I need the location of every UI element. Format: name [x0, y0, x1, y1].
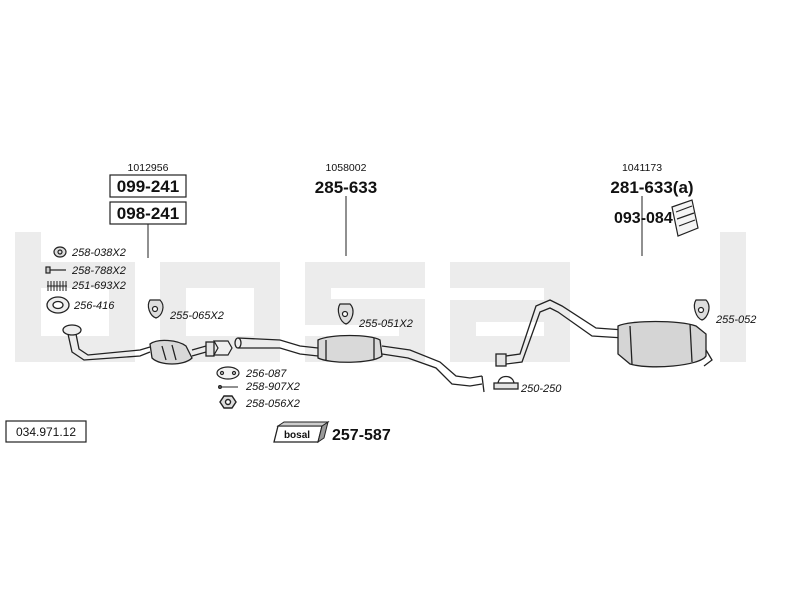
accessory-label-10[interactable]: 250-250	[520, 383, 562, 395]
rear-ref-number: 1041173	[622, 162, 662, 174]
rear-pipe-silencer	[495, 299, 713, 368]
front-part-box-2	[109, 201, 187, 225]
front-ref-number: 1012956	[128, 162, 169, 174]
rear-part[interactable]: 281-633(a)	[610, 178, 693, 197]
spring-icon	[47, 281, 67, 291]
accessory-label-6[interactable]: 256-087	[245, 368, 287, 380]
gasket-plate-icon	[216, 366, 240, 380]
accessory-label-7[interactable]: 258-907X2	[245, 381, 300, 393]
hanger-rubber-icon-3	[693, 299, 710, 321]
bolt-icon	[45, 266, 66, 274]
front-part-1[interactable]: 099-241	[117, 177, 179, 196]
bosal-watermark	[15, 232, 746, 362]
middle-ref-number: 1058002	[326, 162, 367, 174]
front-pipe-catalyst	[62, 324, 215, 365]
middle-pipe-silencer	[234, 334, 485, 393]
front-part-box-1	[109, 174, 187, 198]
catalog-number: 034.971.12	[16, 425, 76, 439]
accessory-label-1[interactable]: 258-038X2	[71, 247, 126, 259]
accessory-label-9[interactable]: 255-051X2	[358, 318, 413, 330]
stud-bolt-icon	[218, 385, 238, 389]
nut-icon	[219, 395, 237, 409]
mount-rubber-icon-1	[53, 246, 67, 258]
heat-shield-icon	[671, 199, 699, 237]
flange-gasket-icon	[212, 340, 233, 356]
accessory-label-11[interactable]: 255-052	[715, 314, 756, 326]
mounting-kit-logo: bosal	[273, 420, 330, 444]
mounting-kit-part[interactable]: 257-587	[332, 427, 391, 444]
hanger-rubber-icon-1	[147, 299, 164, 319]
front-part-2[interactable]: 098-241	[117, 204, 179, 223]
accessory-label-8[interactable]: 258-056X2	[245, 398, 300, 410]
rear-secondary-part[interactable]: 093-084	[614, 210, 673, 227]
accessory-label-3[interactable]: 251-693X2	[71, 280, 126, 292]
leader-lines	[147, 196, 643, 258]
gasket-ring-icon	[46, 296, 70, 314]
accessory-label-4[interactable]: 256-416	[73, 300, 115, 312]
pipe-clamp-icon	[493, 375, 519, 390]
catalog-number-box	[5, 420, 87, 443]
hanger-rubber-icon-2	[337, 303, 354, 325]
middle-part[interactable]: 285-633	[315, 178, 377, 197]
accessory-label-5[interactable]: 255-065X2	[169, 310, 224, 322]
mounting-kit-logo-text: bosal	[284, 430, 310, 441]
accessory-label-2[interactable]: 258-788X2	[71, 265, 126, 277]
